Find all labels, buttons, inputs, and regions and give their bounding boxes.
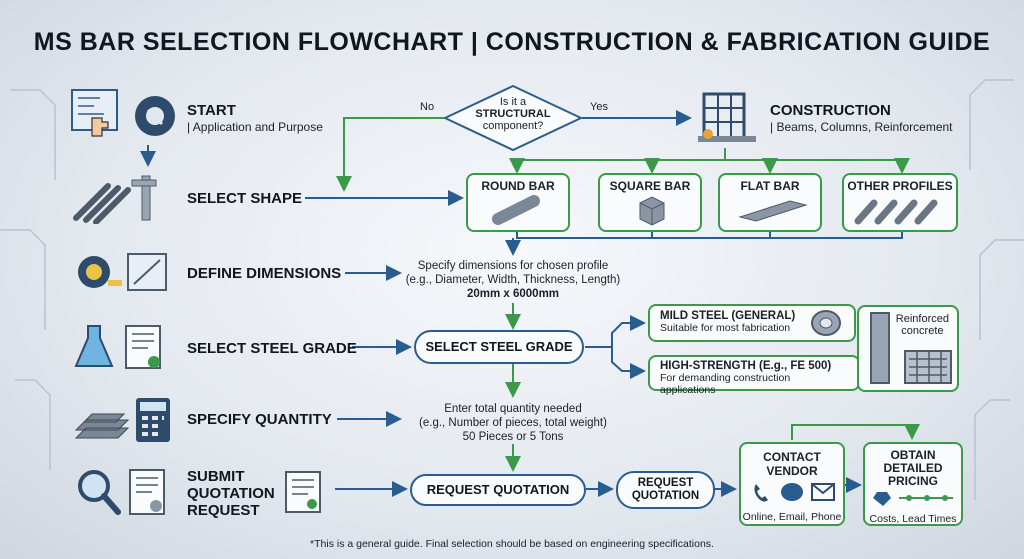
decision-diamond: Is it a STRUCTURAL component? [443,84,583,152]
shape-round-bar[interactable]: ROUND BAR [466,173,570,232]
flat-bar-icon [738,200,808,222]
page-title: MS BAR SELECTION FLOWCHART | CONSTRUCTIO… [33,28,991,56]
reinforced-line1: Reinforced [895,313,949,325]
grade-high-strength[interactable]: HIGH-STRENGTH (E.g., FE 500) For demandi… [648,355,860,396]
pricing-line3: PRICING [887,474,938,488]
dimensions-note: Specify dimensions for chosen profile (e… [404,259,622,301]
circuit-decoration [0,79,1024,500]
contact-channels-icon [754,483,835,502]
vendor-line1: CONTACT [763,450,821,464]
submit-line3: REQUEST [187,502,260,519]
shape-other-profiles[interactable]: OTHER PROFILES [842,173,958,232]
grade-mild-desc: Suitable for most fabrication [660,322,791,334]
dimensions-note-line2: (e.g., Diameter, Width, Thickness, Lengt… [405,274,621,286]
quantity-note-line2: (e.g., Number of pieces, total weight) [419,417,607,429]
decision-no-label: No [420,101,435,113]
magnifier-document-icon [74,466,174,518]
vendor-channels: Online, Email, Phone [742,511,842,523]
price-timeline-icon [873,492,953,506]
request-quotation-small[interactable]: REQUEST QUOTATION [616,471,715,509]
submit-line1: SUBMIT [187,468,245,485]
construction-title: CONSTRUCTION [770,102,891,119]
shape-flat-bar-label: FLAT BAR [740,179,800,193]
grade-high-title: HIGH-STRENGTH (E.g., FE 500) [660,360,832,372]
decision-line3: component? [482,120,544,132]
stack-calculator-icon [72,396,174,444]
pricing-detail: Costs, Lead Times [869,513,957,525]
select-shape-label: SELECT SHAPE [187,190,303,207]
start-sub: | Application and Purpose [187,120,323,134]
grade-high-desc: For demanding construction applications [660,372,791,396]
request-small-line1: REQUEST [637,477,694,489]
dimensions-example: 20mm x 6000mm [466,288,560,300]
request-small-line2: QUOTATION [631,490,700,502]
construction-icon [696,86,758,146]
request-quotation-box[interactable]: REQUEST QUOTATION [410,474,586,506]
shape-square-bar-label: SQUARE BAR [609,179,691,193]
round-bar-icon [492,195,540,225]
decision-yes-label: Yes [590,101,608,113]
grade-mild-title: MILD STEEL (GENERAL) [660,310,796,322]
quantity-note: Enter total quantity needed (e.g., Numbe… [404,402,622,444]
shape-other-profiles-label: OTHER PROFILES [847,179,953,193]
tape-measure-icon [72,250,172,294]
bars-caliper-icon [72,172,167,225]
obtain-pricing-card[interactable]: OBTAIN DETAILED PRICING Costs, Lead Time… [863,442,963,526]
define-dimensions-label: DEFINE DIMENSIONS [187,265,342,282]
select-steel-grade-label: SELECT STEEL GRADE [187,340,357,357]
pricing-line2: DETAILED [883,461,943,475]
scroll-document-icon [280,468,328,516]
construction-sub: | Beams, Columns, Reinforcement [770,120,953,134]
submit-line2: QUOTATION [187,485,275,502]
column-rebar-icon [870,312,952,384]
vendor-line2: VENDOR [766,464,818,478]
reinforced-concrete-card: Reinforced concrete [857,305,959,392]
shape-square-bar[interactable]: SQUARE BAR [598,173,702,232]
reinforced-line2: concrete [901,325,944,337]
shape-round-bar-label: ROUND BAR [481,179,555,193]
flask-certificate-icon [74,322,174,372]
quantity-example: 50 Pieces or 5 Tons [462,431,564,443]
quantity-note-line1: Enter total quantity needed [444,403,582,415]
blueprint-hand-icon [71,89,175,137]
footnote: *This is a general guide. Final selectio… [310,538,714,550]
start-label: START [187,102,236,119]
dimensions-note-line1: Specify dimensions for chosen profile [417,260,609,272]
shape-flat-bar[interactable]: FLAT BAR [718,173,822,232]
submit-quotation-label: SUBMIT QUOTATION REQUEST [187,468,275,519]
decision-line1: Is it a [499,96,527,108]
contact-vendor-card[interactable]: CONTACT VENDOR Online, Email, Phone [739,442,845,526]
profiles-icon [854,199,938,225]
coil-icon [808,309,844,337]
specify-quantity-label: SPECIFY QUANTITY [187,411,332,428]
square-bar-icon [639,196,665,226]
pricing-line1: OBTAIN [890,448,936,462]
select-steel-grade-box[interactable]: SELECT STEEL GRADE [414,330,584,364]
start-icons [70,88,185,148]
decision-line2: STRUCTURAL [475,108,551,120]
